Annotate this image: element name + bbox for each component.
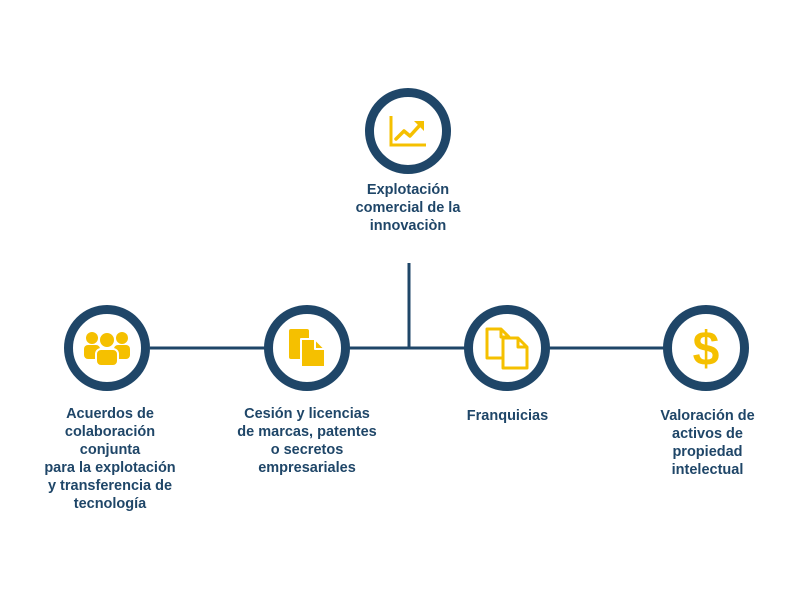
node-valuation-circle: $ bbox=[663, 305, 749, 391]
duplicate-documents-icon bbox=[485, 327, 529, 370]
node-licensing-label: Cesión y licencias de marcas, patentes o… bbox=[237, 406, 377, 476]
node-licensing-circle bbox=[264, 305, 350, 391]
node-franchises-label: Franquicias bbox=[466, 408, 549, 424]
group-people-icon bbox=[84, 331, 130, 367]
node-collaboration-label: Acuerdos de colaboración conjunta para l… bbox=[44, 406, 176, 512]
document-license-icon bbox=[289, 329, 326, 368]
node-collaboration-circle bbox=[64, 305, 150, 391]
top-node-label: Explotación comercial de la innovaciòn bbox=[355, 182, 461, 234]
node-valuation-label: Valoración de activos de propiedad intel… bbox=[660, 408, 755, 478]
dollar-sign-icon: $ bbox=[693, 323, 720, 373]
top-node-circle bbox=[365, 88, 451, 174]
node-franchises-circle bbox=[464, 305, 550, 391]
svg-text:$: $ bbox=[693, 323, 720, 373]
trending-up-chart-icon bbox=[389, 116, 426, 147]
